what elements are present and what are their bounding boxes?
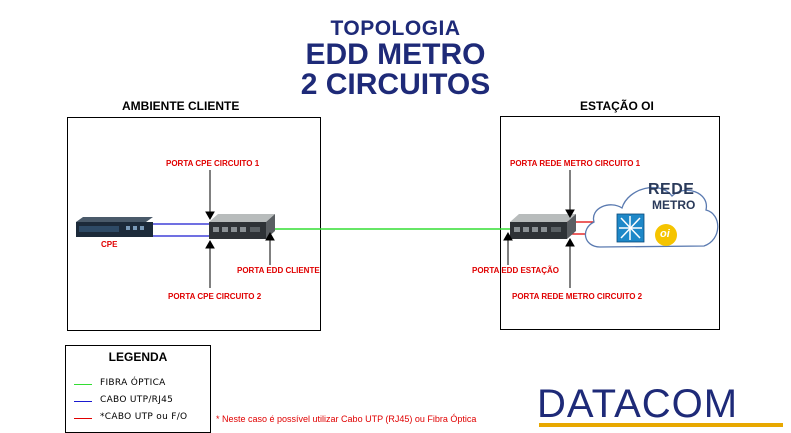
legend-swatch-utp-or-fo — [74, 418, 92, 419]
datacom-logo: DATACOM — [537, 382, 739, 426]
legend-label-utp-or-fo: *CABO UTP ou F/O — [100, 412, 188, 422]
label-porta-rede-metro-circuito-1: PORTA REDE METRO CIRCUITO 1 — [510, 159, 641, 168]
label-cpe: CPE — [101, 240, 118, 249]
legend-swatch-utp — [74, 401, 92, 402]
oi-logo-icon — [655, 224, 677, 246]
legend-label-utp: CABO UTP/RJ45 — [100, 395, 174, 405]
arrows-station — [503, 170, 575, 288]
client-section-label: AMBIENTE CLIENTE — [122, 99, 240, 113]
legend-label-fiber: FIBRA ÓPTICA — [100, 378, 166, 388]
legend-title: LEGENDA — [108, 350, 168, 364]
cloud-label-line-2: METRO — [652, 198, 696, 212]
label-porta-cpe-circuito-1: PORTA CPE CIRCUITO 1 — [166, 159, 260, 168]
label-porta-rede-metro-circuito-2: PORTA REDE METRO CIRCUITO 2 — [512, 292, 643, 301]
oi-logo-text: oi — [660, 228, 670, 240]
station-edd-device-icon — [510, 214, 576, 239]
footnote: * Neste caso é possível utilizar Cabo UT… — [216, 414, 477, 424]
cloud-label-line-1: REDE — [648, 181, 695, 198]
title-line-3: 2 CIRCUITOS — [300, 68, 491, 101]
datacom-logo-underline — [539, 423, 783, 427]
cpe-router-icon — [76, 217, 153, 237]
station-section-label: ESTAÇÃO OI — [580, 99, 654, 113]
legend-box: LEGENDA FIBRA ÓPTICA CABO UTP/RJ45 *CABO… — [65, 345, 211, 433]
title-line-2: EDD METRO — [305, 38, 486, 71]
client-edd-device-icon — [209, 214, 275, 239]
legend-swatch-fiber — [74, 384, 92, 385]
label-porta-edd-estacao: PORTA EDD ESTAÇÃO — [472, 266, 559, 275]
title-line-1: TOPOLOGIA — [330, 17, 461, 40]
label-porta-cpe-circuito-2: PORTA CPE CIRCUITO 2 — [168, 292, 262, 301]
arrows-client — [205, 170, 275, 288]
core-switch-icon — [616, 213, 645, 243]
label-porta-edd-cliente: PORTA EDD CLIENTE — [237, 266, 320, 275]
